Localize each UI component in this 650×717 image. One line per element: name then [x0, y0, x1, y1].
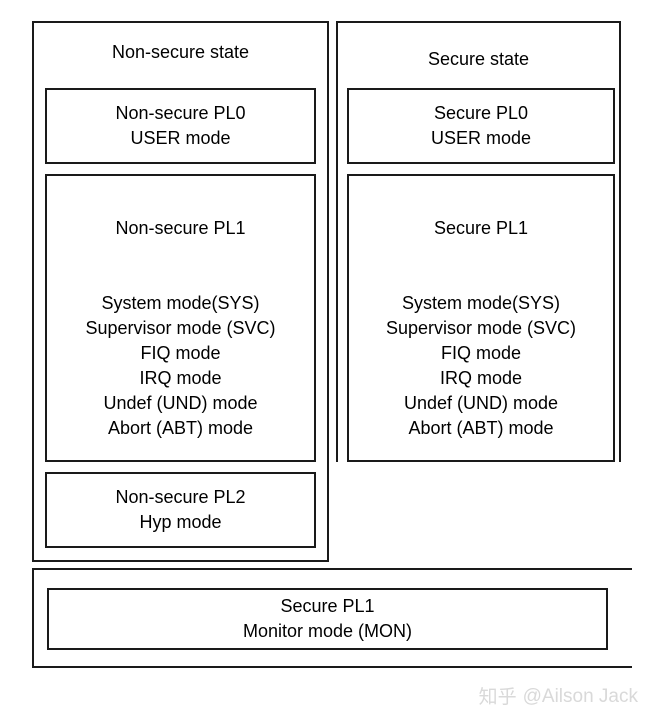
secure-pl1-mode-list: System mode(SYS) Supervisor mode (SVC) FIQ… — [386, 291, 576, 441]
monitor-mode-box: Secure PL1 Monitor mode (MON) — [47, 588, 608, 650]
mode-list-item: IRQ mode — [139, 368, 222, 388]
mode-list-item: System mode(SYS) — [101, 293, 260, 313]
watermark-handle: @Ailson Jack — [522, 686, 638, 707]
non-secure-pl2-heading: Non-secure PL2 — [115, 487, 246, 507]
secure-pl0-subheading: USER mode — [430, 128, 532, 148]
non-secure-pl0-subheading: USER mode — [130, 128, 231, 148]
secure-pl1-heading: Secure PL1 — [433, 218, 529, 238]
mode-list-item: IRQ mode — [439, 368, 522, 388]
mode-list-item: FIQ mode — [140, 343, 221, 363]
secure-pl0-box: Secure PL0 USER mode — [347, 88, 615, 164]
mode-list-item: System mode(SYS) — [401, 293, 561, 313]
mode-list-item: FIQ mode — [440, 343, 521, 363]
non-secure-state-title: Non-secure state — [111, 42, 250, 62]
mode-list-item: Abort (ABT) mode — [408, 418, 554, 438]
non-secure-pl1-mode-list: System mode(SYS) Supervisor mode (SVC) FIQ… — [85, 291, 275, 441]
zhihu-logo-text: 知乎 — [478, 686, 517, 708]
secure-state-panel: Secure state Secure PL0 USER mode Secure… — [336, 21, 621, 462]
monitor-mode-heading: Secure PL1 — [280, 596, 375, 616]
mode-list-item: Supervisor mode (SVC) — [85, 318, 276, 338]
mode-list-item: Undef (UND) mode — [403, 393, 559, 413]
non-secure-pl0-heading: Non-secure PL0 — [115, 103, 246, 123]
non-secure-state-panel: Non-secure state Non-secure PL0 USER mod… — [32, 21, 329, 562]
secure-pl1-box: Secure PL1 System mode(SYS) Supervisor mo… — [347, 174, 615, 462]
monitor-mode-subheading: Monitor mode (MON) — [242, 621, 413, 641]
mode-list-item: Undef (UND) mode — [103, 393, 258, 413]
watermark: 知乎 @Ailson Jack — [479, 685, 638, 709]
mode-list-item: Abort (ABT) mode — [107, 418, 254, 438]
non-secure-pl0-box: Non-secure PL0 USER mode — [45, 88, 316, 164]
mode-list-item: Supervisor mode (SVC) — [385, 318, 577, 338]
non-secure-pl2-subheading: Hyp mode — [139, 512, 222, 532]
non-secure-pl1-box: Non-secure PL1 System mode(SYS) Superviso… — [45, 174, 316, 462]
secure-state-title: Secure state — [427, 49, 530, 69]
non-secure-pl2-box: Non-secure PL2 Hyp mode — [45, 472, 316, 548]
monitor-mode-frame: Secure PL1 Monitor mode (MON) — [32, 568, 632, 668]
secure-pl0-heading: Secure PL0 — [433, 103, 529, 123]
non-secure-pl1-heading: Non-secure PL1 — [115, 218, 246, 238]
